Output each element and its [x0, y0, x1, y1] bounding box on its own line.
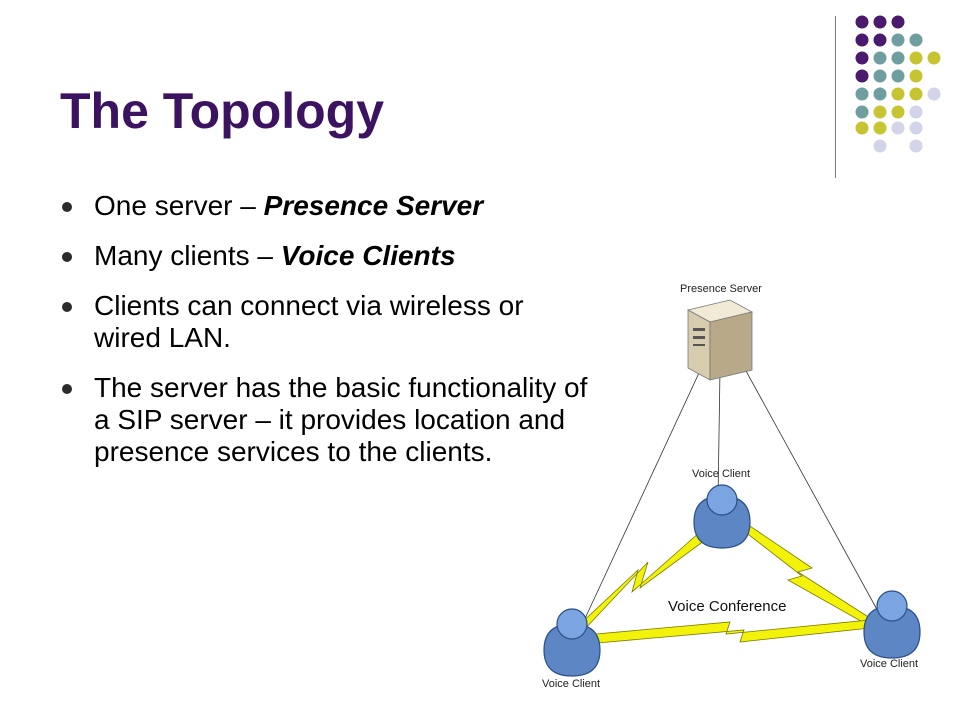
conference-label: Voice Conference	[668, 598, 787, 615]
bullet-item: One server – Presence Server	[62, 190, 592, 222]
bullet-dot-icon	[62, 252, 72, 262]
bullet-item: Clients can connect via wireless or wire…	[62, 290, 592, 354]
topology-diagram-graphic	[543, 299, 921, 677]
user-icon-left-client	[543, 608, 601, 677]
bullet-emphasis: Presence Server	[263, 190, 484, 221]
slide-title: The Topology	[60, 83, 385, 139]
bullet-item: The server has the basic functionality o…	[62, 372, 592, 468]
lightning-bolt-top-left	[575, 531, 709, 633]
link-server-left-client	[581, 359, 706, 626]
bullet-emphasis: Voice Clients	[280, 240, 456, 271]
bullet-text: One server –	[94, 190, 264, 221]
user-icon-right-client	[863, 590, 921, 659]
user-icon-top-client	[693, 484, 751, 549]
bullet-dot-icon	[62, 302, 72, 312]
bullet-dot-icon	[62, 202, 72, 212]
link-server-right-client	[739, 359, 881, 616]
server-icon	[686, 299, 754, 381]
bullet-text: The server has the basic functionality o…	[94, 372, 588, 467]
top-client-label: Voice Client	[692, 468, 751, 480]
divider-line	[835, 16, 836, 178]
bullet-item: Many clients – Voice Clients	[62, 240, 592, 272]
link-server-top-client	[717, 369, 721, 501]
bullet-text: Many clients –	[94, 240, 281, 271]
lightning-bolt-bottom	[584, 619, 871, 645]
decorative-dot-grid	[855, 15, 941, 153]
server-label: Presence Server	[680, 283, 762, 295]
bullet-text: Clients can connect via wireless or wire…	[94, 290, 524, 353]
bullet-list: One server – Presence Server Many client…	[62, 190, 592, 486]
left-client-label: Voice Client	[542, 678, 601, 690]
right-client-label: Voice Client	[860, 658, 919, 670]
topology-diagram: Presence Server Voice Client Voice Clien…	[530, 270, 950, 715]
bullet-dot-icon	[62, 384, 72, 394]
